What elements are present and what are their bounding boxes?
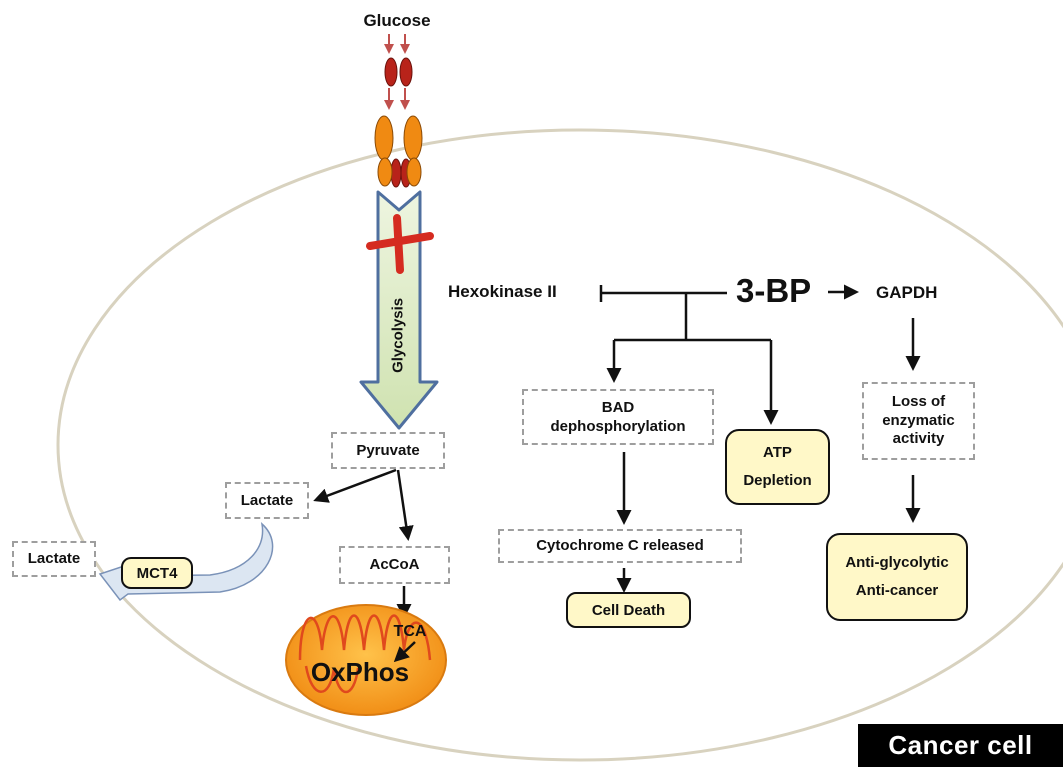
hexokinase-label: Hexokinase II	[448, 282, 557, 301]
arrow-pyruvate-lactate	[313, 468, 397, 503]
cancer-cell-label: Cancer cell	[858, 724, 1063, 767]
cytochrome-box: Cytochrome C released	[498, 529, 742, 563]
glucose-influx-arrows	[384, 34, 410, 110]
gapdh-label: GAPDH	[876, 283, 938, 302]
cell-membrane	[56, 128, 1063, 762]
inhibit-hexokinase-line	[599, 285, 727, 302]
inhibition-cross	[366, 214, 434, 274]
arrow-tca-oxphos	[393, 641, 416, 663]
oxphos-label: OxPhos	[310, 657, 410, 687]
glycolysis-arrow	[359, 190, 439, 430]
lactate-inner-box: Lactate	[225, 482, 309, 519]
pyruvate-box: Pyruvate	[331, 432, 445, 469]
branch-lines	[606, 293, 779, 425]
tca-label: TCA	[393, 623, 427, 640]
cell-death-box: Cell Death	[566, 592, 691, 628]
glucose-transporter	[374, 115, 423, 187]
lactate-outer-box: Lactate	[12, 541, 96, 577]
glycolysis-label: Glycolysis	[389, 297, 407, 373]
mct4-transporter: MCT4	[121, 557, 193, 589]
mitochondrion	[285, 604, 447, 716]
arrow-pyruvate-acoa	[396, 469, 414, 541]
drug-3bp-label: 3-BP	[736, 272, 812, 309]
glucose-label: Glucose	[363, 11, 431, 30]
acoa-box: AcCoA	[339, 546, 450, 584]
